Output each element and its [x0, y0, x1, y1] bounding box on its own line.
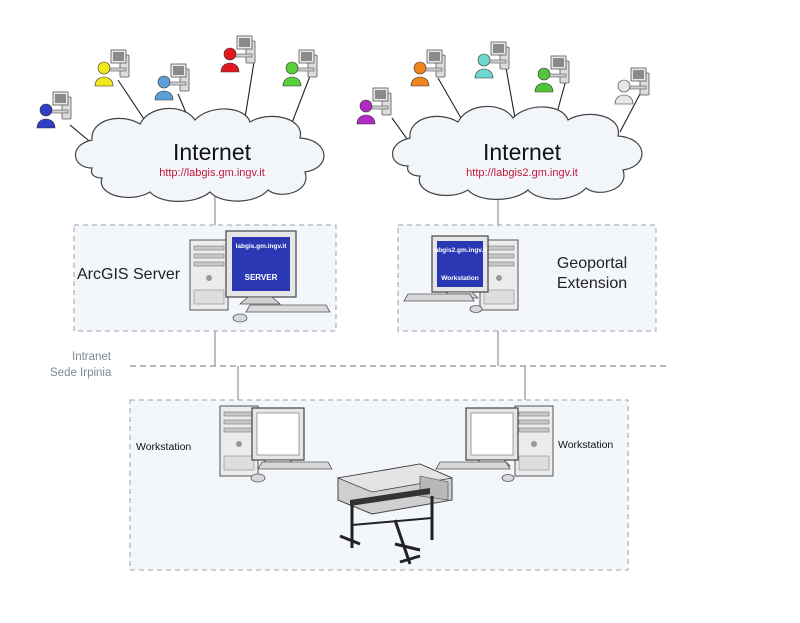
user-computer-icon — [614, 67, 650, 105]
user-head-icon — [97, 61, 111, 75]
user-computer-icon — [410, 49, 446, 87]
user-head-icon — [285, 61, 299, 75]
workstation-left-label: Workstation — [136, 441, 191, 453]
user-body-icon — [94, 76, 114, 87]
user-body-icon — [282, 76, 302, 87]
user-head-icon — [537, 67, 551, 81]
plotter-printer[interactable] — [336, 463, 454, 565]
cloud-right — [392, 105, 643, 200]
workstation-left-computer[interactable] — [219, 405, 333, 483]
user-head-icon — [617, 79, 631, 93]
geoportal-computer[interactable]: labgis2.gm.ingv.it Workstation — [403, 235, 519, 313]
user-body-icon — [410, 76, 430, 87]
arcgis-server-computer[interactable]: labgis.gm.ingv.it SERVER — [189, 230, 331, 323]
workstation-right-label: Workstation — [558, 439, 613, 451]
user-body-icon — [154, 90, 174, 101]
arcgis-server-label: ArcGIS Server — [77, 266, 181, 283]
user-body-icon — [474, 68, 494, 79]
user-computer-icon — [36, 91, 72, 129]
cloud-left — [74, 107, 325, 202]
users-left — [36, 35, 318, 129]
user-computer-icon — [356, 87, 392, 125]
user-body-icon — [220, 62, 240, 73]
user-computer-icon — [94, 49, 130, 87]
user-head-icon — [359, 99, 373, 113]
user-computer-icon — [154, 63, 190, 101]
user-head-icon — [223, 47, 237, 61]
user-computer-icon — [220, 35, 256, 73]
user-computer-icon — [474, 41, 510, 79]
internet-left-url[interactable]: http://labgis.gm.ingv.it — [159, 167, 265, 179]
user-head-icon — [413, 61, 427, 75]
user-head-icon — [477, 53, 491, 67]
user-computer-icon — [282, 49, 318, 87]
user-body-icon — [534, 82, 554, 93]
server-screen-url: labgis.gm.ingv.it — [236, 243, 288, 250]
user-computer-icon — [534, 55, 570, 93]
user-head-icon — [39, 103, 53, 117]
workstation-right-computer[interactable] — [435, 405, 554, 482]
internet-left-title: Internet — [173, 139, 252, 165]
geoportal-screen-url: labgis2.gm.ingv.it — [433, 247, 488, 254]
geoportal-label-line2: Extension — [557, 275, 627, 292]
user-head-icon — [157, 75, 171, 89]
user-body-icon — [614, 94, 634, 105]
intranet-label: Intranet — [72, 351, 112, 363]
geoportal-label-line1: Geoportal — [557, 255, 627, 272]
user-body-icon — [356, 114, 376, 125]
intranet-site-label: Sede Irpinia — [50, 367, 112, 379]
internet-right-title: Internet — [483, 139, 562, 165]
geoportal-screen-label: Workstation — [441, 275, 478, 282]
user-body-icon — [36, 118, 56, 129]
internet-right-url[interactable]: http://labgis2.gm.ingv.it — [466, 167, 578, 179]
server-screen-label: SERVER — [245, 273, 278, 282]
users-right — [356, 41, 650, 125]
